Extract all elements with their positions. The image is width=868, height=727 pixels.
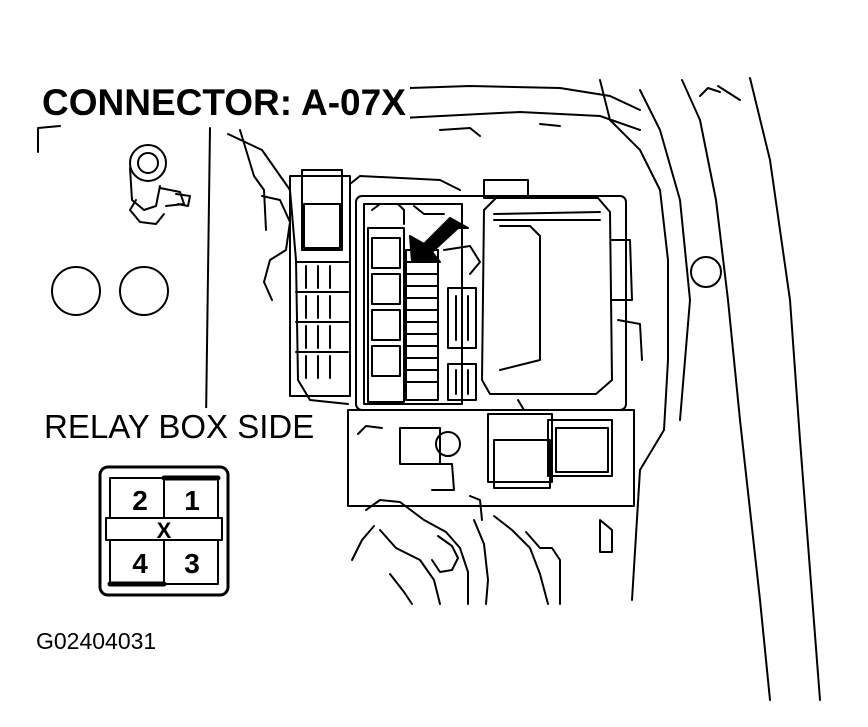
pin-4-label: 4 <box>132 548 148 579</box>
view-label: RELAY BOX SIDE <box>44 408 319 446</box>
side-relay-module <box>227 129 461 405</box>
body-hole-right <box>119 266 169 316</box>
wire-harness <box>351 495 561 605</box>
indicator-arrow <box>409 217 469 263</box>
body-hole-left <box>51 266 101 316</box>
lower-relay-section <box>347 409 635 553</box>
pin-3-label: 3 <box>184 548 200 579</box>
figure-id: G02404031 <box>36 628 157 654</box>
body-panel <box>401 77 821 701</box>
connector-face <box>98 465 230 597</box>
bracket-line <box>37 125 61 153</box>
frame-line <box>205 127 211 421</box>
connector-center-mark: X <box>157 518 172 543</box>
connector-title: CONNECTOR: A-07X <box>40 82 410 124</box>
pin-1-label: 1 <box>184 485 200 516</box>
bolt-illustration <box>129 144 191 225</box>
connector-outer-frame <box>98 465 230 597</box>
pin-2-label: 2 <box>132 485 148 516</box>
